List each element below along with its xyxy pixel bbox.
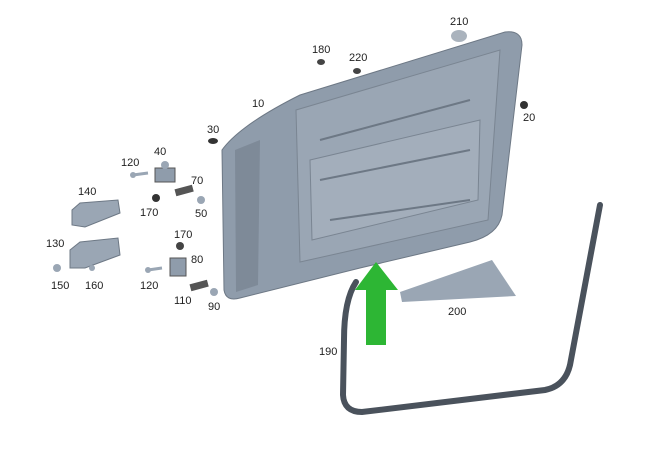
plug-part-20[interactable] xyxy=(520,101,528,109)
callout-170: 170 xyxy=(174,229,193,241)
callout-20: 20 xyxy=(523,112,536,124)
callout-190: 190 xyxy=(319,346,338,358)
door-shell-part-10[interactable] xyxy=(221,31,523,300)
plug-part-210[interactable] xyxy=(451,30,467,42)
nut-part-90[interactable] xyxy=(210,288,218,296)
callout-30: 30 xyxy=(207,124,220,136)
nut-part-150[interactable] xyxy=(53,264,61,272)
nut-part-170a[interactable] xyxy=(152,194,160,202)
callout-120: 120 xyxy=(121,157,140,169)
callout-210: 210 xyxy=(450,16,469,28)
hinge-part-140[interactable] xyxy=(71,199,121,228)
plate-part-110[interactable] xyxy=(189,279,209,292)
nut-part-170b[interactable] xyxy=(176,242,184,250)
hinge-part-80[interactable] xyxy=(169,257,187,277)
green-arrow-icon xyxy=(355,262,398,345)
callout-200: 200 xyxy=(448,306,467,318)
callout-10: 10 xyxy=(252,98,265,110)
callout-150: 150 xyxy=(51,280,70,292)
callout-160: 160 xyxy=(85,280,104,292)
callout-110: 110 xyxy=(174,295,192,307)
callout-90: 90 xyxy=(208,301,221,313)
seal-part-190[interactable] xyxy=(339,202,603,416)
callout-50: 50 xyxy=(195,208,208,220)
plug-part-220[interactable] xyxy=(353,68,361,74)
bolt-part-160[interactable] xyxy=(89,265,95,271)
callout-120: 120 xyxy=(140,280,159,292)
plug-part-180[interactable] xyxy=(317,59,325,65)
callout-140: 140 xyxy=(78,186,97,198)
callout-80: 80 xyxy=(191,254,204,266)
nut-part-50[interactable] xyxy=(197,196,205,204)
callout-130: 130 xyxy=(46,238,65,250)
hinge-part-130[interactable] xyxy=(69,237,121,269)
plate-part-70[interactable] xyxy=(174,184,194,197)
plug-part-30[interactable] xyxy=(208,138,218,144)
callout-40: 40 xyxy=(154,146,167,158)
hinge-part-40[interactable] xyxy=(154,161,176,183)
callout-220: 220 xyxy=(349,52,368,64)
callout-170: 170 xyxy=(140,207,159,219)
callout-180: 180 xyxy=(312,44,331,56)
callout-70: 70 xyxy=(191,175,204,187)
panel-part-200[interactable] xyxy=(400,260,516,302)
